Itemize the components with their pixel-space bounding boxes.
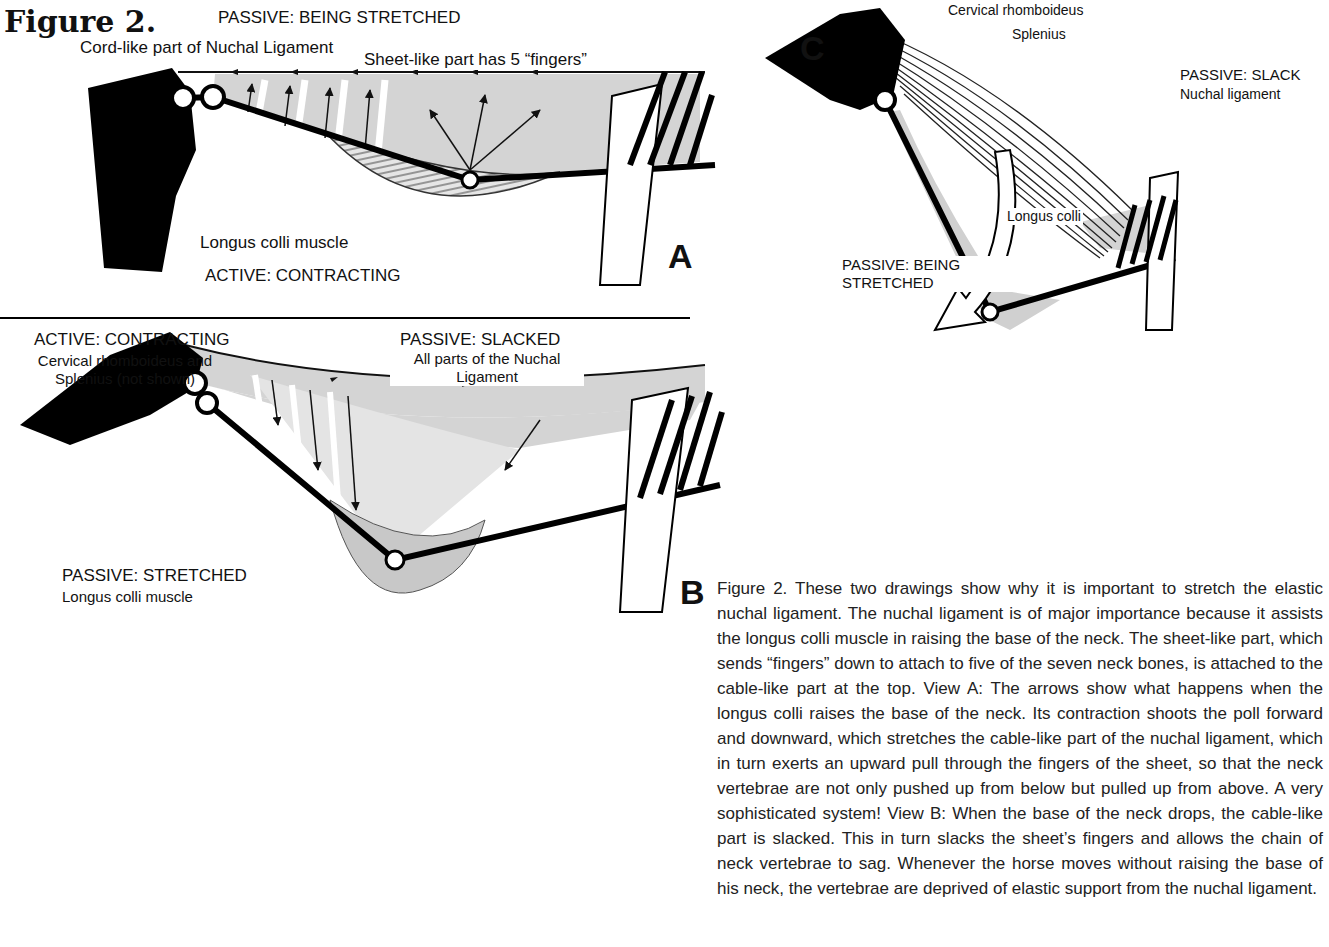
part-label: Longus colli [1005, 208, 1083, 225]
part-label: A [668, 236, 693, 277]
panel-c [765, 8, 1178, 330]
part-label: All parts of the Nuchal Ligament [390, 350, 584, 386]
part-label: Cervical rhomboideus [946, 2, 1085, 19]
part-label: C [800, 28, 825, 69]
part-label: B [680, 572, 705, 613]
part-label: Cervical rhomboideus and Splenius (not s… [30, 352, 220, 388]
figure-caption: Figure 2. These two drawings show why it… [717, 576, 1323, 901]
part-label: Cord-like part of Nuchal Ligament [80, 38, 333, 58]
part-label: PASSIVE: BEING STRETCHED [218, 8, 460, 28]
part-label: Sheet-like part has 5 “fingers” [362, 50, 589, 70]
part-label: ACTIVE: CONTRACTING [34, 330, 230, 350]
panel-a [0, 68, 715, 318]
part-label: PASSIVE: SLACKED [400, 330, 560, 350]
part-label: ACTIVE: CONTRACTING [205, 266, 401, 286]
part-label: Longus colli muscle [198, 233, 350, 253]
panel-b [20, 332, 722, 612]
part-label: Splenius [1010, 26, 1068, 43]
figure-title: Figure 2. [4, 4, 156, 40]
part-label: PASSIVE: SLACK [1180, 66, 1301, 84]
part-label: PASSIVE: STRETCHED [62, 566, 247, 586]
part-label: Nuchal ligament [1180, 86, 1280, 103]
part-label: Longus colli muscle [62, 588, 193, 606]
part-label: PASSIVE: BEING STRETCHED [840, 256, 1014, 292]
